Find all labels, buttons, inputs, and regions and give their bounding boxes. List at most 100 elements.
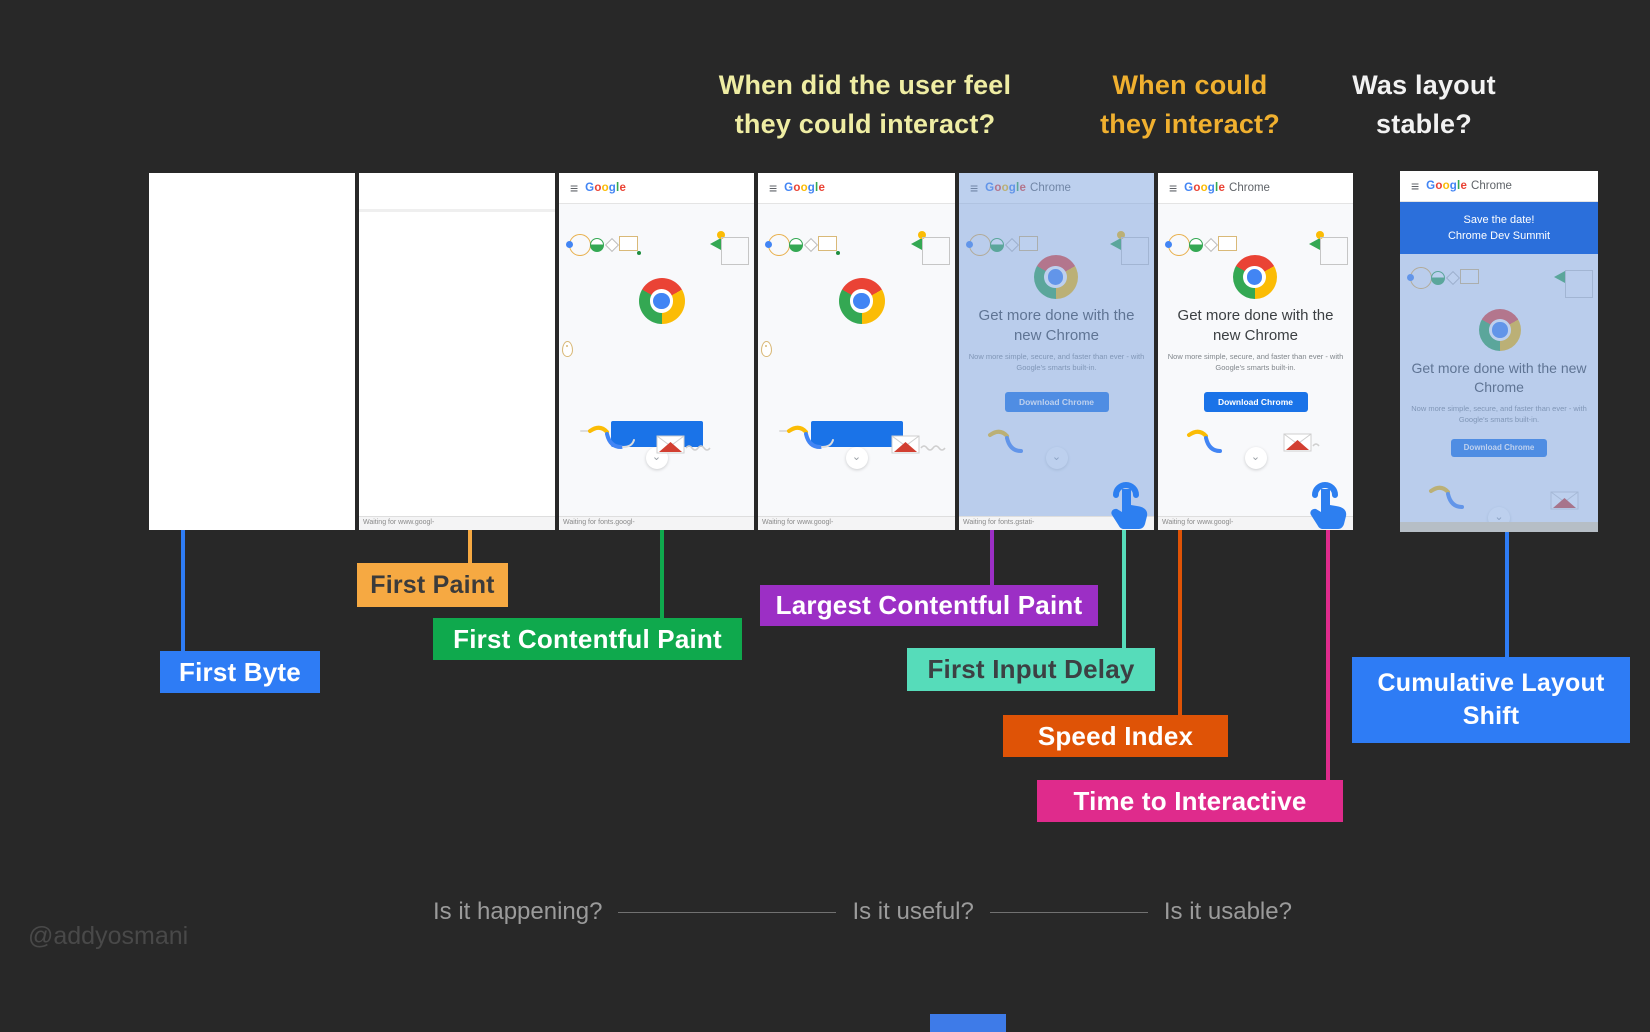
doodle-row xyxy=(559,230,754,265)
hamburger-icon: ≡ xyxy=(769,180,778,196)
calendar-doodle-icon xyxy=(818,236,837,251)
google-logo: Google xyxy=(784,182,826,194)
yellow-dot-icon xyxy=(717,231,725,239)
metric-speed-index: Speed Index xyxy=(1003,715,1228,757)
hamburger-icon: ≡ xyxy=(1411,178,1420,194)
question-could-interact: When could they interact? xyxy=(1100,70,1280,139)
metric-cumulative-layout-shift: Cumulative Layout Shift xyxy=(1352,657,1630,743)
blue-tint-overlay xyxy=(1400,254,1598,522)
swoosh-doodle-icon xyxy=(580,425,635,449)
metric-first-input-delay: First Input Delay xyxy=(907,648,1155,691)
placeholder-button xyxy=(810,421,903,447)
filmstrip-frame-google-2: ≡ Google ⌄ Waitin xyxy=(758,173,955,530)
promo-heading: Get more done with the new Chrome xyxy=(1177,307,1334,344)
chevron-down-icon: ⌄ xyxy=(845,447,868,469)
google-logo: Google xyxy=(1426,180,1468,192)
chrome-logo-icon xyxy=(638,278,685,324)
swoosh-doodle-icon xyxy=(1187,429,1222,453)
chrome-logo-icon xyxy=(838,278,885,324)
browser-status-bar: Waiting for www.googl- xyxy=(758,516,955,530)
author-watermark: @addyosmani xyxy=(28,922,189,950)
google-logo: Google xyxy=(585,182,627,194)
first-paint-header-line xyxy=(359,209,555,212)
filmstrip-frame-google-1: ≡ Google ⌄ Waitin xyxy=(559,173,754,530)
browser-status-bar: Waiting for www.googl- xyxy=(359,516,555,530)
metric-first-byte: First Byte xyxy=(160,651,320,693)
green-arrow-icon xyxy=(710,238,721,250)
diamond-doodle-icon xyxy=(803,237,819,253)
envelope-doodle-icon xyxy=(891,435,946,454)
chrome-wordmark: Chrome xyxy=(1471,180,1512,192)
question-layout-stable: Was layout stable? xyxy=(1352,70,1496,139)
yellow-dot-icon xyxy=(1316,231,1324,239)
hamburger-icon: ≡ xyxy=(570,180,579,196)
browser-status-bar: Waiting for www.googl- xyxy=(1158,516,1353,530)
tap-hand-icon xyxy=(1310,482,1347,529)
browser-status-bar: Waiting for fonts.gstati- xyxy=(959,516,1154,530)
doodle-row xyxy=(1158,230,1353,265)
bottom-blue-bar xyxy=(930,1014,1006,1032)
connector-first-paint xyxy=(468,530,472,565)
blue-tint-overlay xyxy=(959,173,1154,517)
caption-useful: Is it useful? xyxy=(852,898,974,925)
connector-cumulative-layout-shift xyxy=(1505,532,1509,657)
browser-header: ≡ Google xyxy=(758,173,955,204)
browser-status-bar: Waiting for fonts.googl- xyxy=(559,516,754,530)
connector-first-input-delay xyxy=(1122,530,1126,648)
question-user-feel-interact: When did the user feel they could intera… xyxy=(718,70,1012,139)
diamond-doodle-icon xyxy=(1203,237,1219,253)
metric-first-contentful-paint: First Contentful Paint xyxy=(433,618,742,660)
connector-first-byte xyxy=(181,530,185,651)
filmstrip-frame-blank-2: Waiting for www.googl- xyxy=(359,173,555,530)
caption-divider-line xyxy=(989,911,1148,913)
browser-header: ≡ Google Chrome xyxy=(1158,173,1353,204)
flask-doodle-icon xyxy=(1189,238,1203,252)
diamond-doodle-icon xyxy=(604,237,620,253)
filmstrip-frame-layout-shift: ≡ Google Chrome Save the date! Chrome De… xyxy=(1400,171,1598,532)
blue-dot-icon xyxy=(765,241,772,248)
envelope-doodle-icon xyxy=(1283,433,1320,452)
blue-dot-icon xyxy=(566,241,573,248)
browser-header: ≡ Google Chrome xyxy=(1400,171,1598,202)
download-chrome-button: Download Chrome xyxy=(1203,392,1308,412)
connector-time-to-interactive xyxy=(1326,530,1330,780)
metric-first-paint: First Paint xyxy=(357,563,508,607)
tap-hand-icon xyxy=(1111,482,1148,529)
dev-summit-banner: Save the date! Chrome Dev Summit xyxy=(1400,202,1598,254)
swoosh-doodle-icon xyxy=(779,425,834,449)
metric-largest-contentful-paint: Largest Contentful Paint xyxy=(760,585,1098,626)
filmstrip-frame-chrome-tinted: ≡ Google Chrome Get more done with the n… xyxy=(959,173,1154,530)
phase-captions: Is it happening? Is it useful? Is it usa… xyxy=(433,898,1292,926)
hamburger-icon: ≡ xyxy=(1169,180,1178,196)
green-arrow-icon xyxy=(911,238,922,250)
frame-footer-bar xyxy=(1400,522,1598,532)
promo-subtext: Now more simple, secure, and faster than… xyxy=(1167,352,1344,372)
caption-happening: Is it happening? xyxy=(433,898,603,925)
chevron-down-icon: ⌄ xyxy=(1244,447,1267,469)
pin-doodle-icon xyxy=(761,341,772,357)
green-dot-icon xyxy=(836,251,840,255)
calendar-doodle-icon xyxy=(619,236,638,251)
flask-doodle-icon xyxy=(590,238,604,252)
doodle-row xyxy=(758,230,955,265)
google-logo: Google xyxy=(1184,182,1226,194)
pin-doodle-icon xyxy=(562,341,573,357)
calendar-doodle-icon xyxy=(1218,236,1237,251)
square-doodle-icon xyxy=(721,237,749,265)
flask-doodle-icon xyxy=(789,238,803,252)
green-dot-icon xyxy=(637,251,641,255)
connector-speed-index xyxy=(1178,530,1182,715)
square-doodle-icon xyxy=(1320,237,1348,265)
connector-first-contentful-paint xyxy=(660,530,664,618)
green-arrow-icon xyxy=(1309,238,1320,250)
blue-dot-icon xyxy=(1165,241,1172,248)
square-doodle-icon xyxy=(922,237,950,265)
envelope-doodle-icon xyxy=(656,435,711,454)
chrome-logo-icon xyxy=(1232,255,1277,299)
filmstrip-frame-chrome-full: ≡ Google Chrome Get more done with the n… xyxy=(1158,173,1353,530)
caption-usable: Is it usable? xyxy=(1163,898,1292,925)
chrome-wordmark: Chrome xyxy=(1229,182,1270,194)
connector-largest-contentful-paint xyxy=(990,530,994,587)
metric-time-to-interactive: Time to Interactive xyxy=(1037,780,1343,822)
